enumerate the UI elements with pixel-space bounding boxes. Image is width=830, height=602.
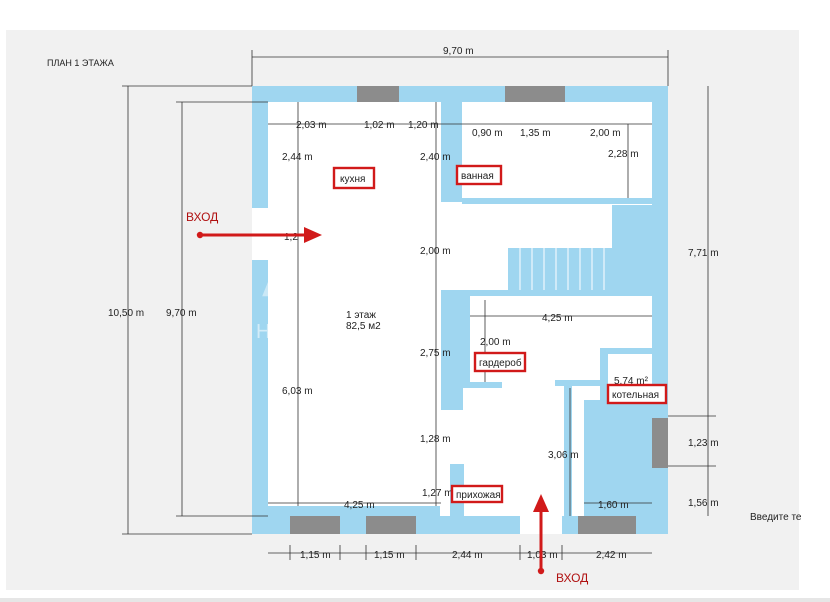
window-top-2 [505,86,565,102]
side-input-hint: Введите те [750,512,802,523]
dim-right-outer: 7,71 m [688,248,719,259]
floor-area-label: 1 этаж [346,310,376,321]
boiler-area: 5,74 m² [614,376,649,387]
window-bottom-2 [366,516,416,534]
dim-bath-h: 2,28 m [608,149,639,160]
stair-steps [519,248,605,290]
room-label-boiler: котельная [612,390,659,401]
window-top-1 [357,86,399,102]
entry-label-bottom: ВХОД [556,571,588,585]
stairs-flight [508,248,612,290]
label-box-wardrobe [473,351,527,373]
window-bottom-3 [578,516,636,534]
watermark-sub: НЕДВИЖИМОСТЬ [256,321,429,343]
wardrobe-wall-bottom [462,382,502,388]
entry-arrow-left-head [304,227,322,243]
dim-living-h: 6,03 m [282,386,313,397]
stair-bottom-wall [462,290,652,296]
dim-center-1: 2,40 m [420,152,451,163]
dim-bottom-3: 2,44 m [452,550,483,561]
boiler-room [584,400,652,516]
dim-bottom-2: 1,15 m [374,550,405,561]
entry-arrow-bottom-head [533,494,549,512]
hall-wall [564,386,572,516]
window-bottom-1 [290,516,340,534]
dim-top-total: 9,70 m [443,46,474,57]
dim-stair-w: 4,25 m [542,313,573,324]
boiler-wall-mid [555,380,605,386]
dim-living-w: 4,25 m [344,500,375,511]
label-box-bathroom [455,164,503,186]
bath-partition [462,198,652,204]
dim-top-3: 1,20 m [408,120,439,131]
dimension-lines [122,50,716,560]
bottom-divider [0,598,830,602]
dim-hall-h: 3,06 m [548,450,579,461]
label-box-hallway [450,484,504,504]
plan-title: ПЛАН 1 ЭТАЖА [47,58,114,68]
entry-label-left: ВХОД [186,210,218,224]
wall-center-top [441,102,455,202]
dim-bottom-5: 2,42 m [596,550,627,561]
room-label-bathroom: ванная [461,171,494,182]
dim-left-outer: 10,50 m [108,308,144,319]
label-box-kitchen [332,166,376,190]
dim-top-2: 1,02 m [364,120,395,131]
dim-center-3: 2,75 m [420,348,451,359]
wardrobe-wall-left [462,296,470,386]
wall-center-top-b [452,102,462,202]
dim-wardrobe-h: 2,00 m [480,337,511,348]
floor-area-value: 82,5 м2 [346,321,381,332]
label-box-boiler [606,383,668,405]
dim-center-5: 1,27 m [422,488,453,499]
room-label-wardrobe: гардероб [479,357,522,369]
dim-door-left: 1,2 [284,232,298,243]
dim-kitchen-h: 2,44 m [282,152,313,163]
dim-center-4: 1,28 m [420,434,451,445]
window-right [652,418,668,468]
watermark-logo: А1 [262,197,397,320]
dim-left-inner: 9,70 m [166,308,197,319]
wall-center-mid [441,290,463,410]
boiler-wall-top [600,348,652,354]
dim-right-1: 1,23 m [688,438,719,449]
dim-right-2: 1,56 m [688,498,719,509]
dim-top-5: 1,35 m [520,128,551,139]
dim-top-1: 2,03 m [296,120,327,131]
watermark-est: Est. 2013 [330,300,368,310]
room-label-hallway: прихожая [456,490,501,501]
dim-bottom-1: 1,15 m [300,550,331,561]
room-label-kitchen: кухня [340,174,365,185]
stairs-landing [612,205,652,290]
dim-boiler-w: 1,60 m [598,500,629,511]
dim-center-2: 2,00 m [420,246,451,257]
dim-top-6: 2,00 m [590,128,621,139]
dim-top-4: 0,90 m [472,128,503,139]
